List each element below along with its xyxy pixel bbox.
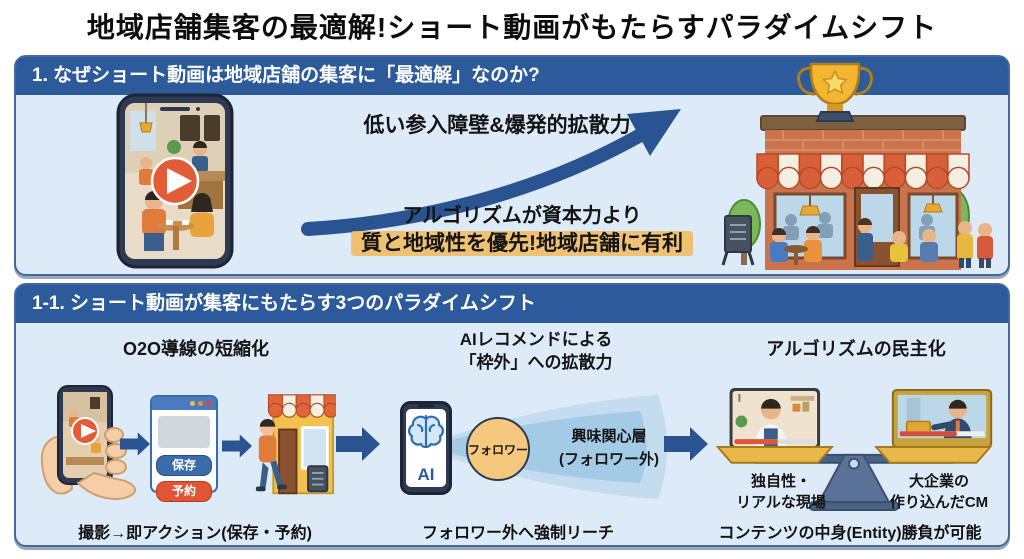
trophy-icon	[797, 62, 873, 122]
browser-content-placeholder	[158, 416, 210, 448]
algorithm-note: アルゴリズムが資本力より 質と地域性を優先!地域店舗に有利	[292, 203, 752, 259]
play-icon	[150, 156, 200, 206]
col3-title: アルゴリズムの民主化	[766, 339, 946, 359]
sandwich-board	[721, 215, 755, 266]
walking-person-store-icon	[255, 394, 336, 495]
corporate-cm-screen-icon	[891, 388, 993, 449]
arrow-right-icon	[336, 427, 380, 461]
follower-circle: フォロワー	[466, 417, 530, 481]
customers	[770, 218, 993, 268]
balance-scale-icon	[715, 388, 993, 511]
play-icon	[71, 417, 99, 445]
arrow-right-icon	[120, 432, 150, 456]
awning	[756, 153, 970, 190]
algorithm-line-1: アルゴリズムが資本力より	[402, 205, 642, 227]
arrow-right-icon	[664, 427, 708, 461]
save-button: 保存	[156, 455, 212, 476]
audience-label: 興味関心層 (フォロワー外)	[559, 428, 659, 469]
section-1-panel: 1. なぜショート動画は地域店舗の集客に「最適解」なのか?	[14, 55, 1010, 276]
col1-title: O2O導線の短縮化	[122, 339, 269, 359]
short-video-phone-illustration	[116, 93, 234, 269]
browser-window-icon: 保存 予約	[150, 395, 218, 502]
storefront-illustration	[721, 62, 993, 270]
creator-screen-icon	[729, 388, 821, 449]
ai-label: AI	[417, 465, 435, 484]
browser-titlebar	[152, 397, 216, 410]
arrow-right-icon	[222, 434, 252, 458]
section-1-1-header: 1-1. ショート動画が集客にもたらす3つのパラダイムシフト	[16, 285, 1008, 323]
section-1-1-panel: 1-1. ショート動画が集客にもたらす3つのパラダイムシフト O2O導線の短縮化…	[14, 283, 1010, 547]
col1-caption: 撮影→即アクション(保存・予約)	[78, 525, 312, 542]
page-title: 地域店舗集客の最適解!ショート動画がもたらすパラダイムシフト	[86, 12, 938, 43]
growth-arrow-icon	[301, 109, 681, 236]
corporate-screen-label: 大企業の 作り込んだCM	[889, 473, 989, 511]
reserve-button: 予約	[156, 481, 212, 502]
col3-caption: コンテンツの中身(Entity)勝負が可能	[718, 525, 982, 542]
hand-phone-icon	[40, 385, 136, 500]
low-barrier-label: 低い参入障壁&爆発的拡散力	[363, 114, 631, 137]
col2-title: AIレコメンドによる 「枠外」への拡散力	[459, 330, 613, 372]
col2-caption: フォロワー外へ強制リーチ	[421, 525, 614, 542]
brain-icon	[408, 414, 444, 449]
creator-screen-label: 独自性・ リアルな現場	[736, 473, 826, 511]
algorithm-line-2-highlight: 質と地域性を優先!地域店舗に有利	[351, 231, 693, 256]
ai-phone-icon	[400, 401, 452, 495]
